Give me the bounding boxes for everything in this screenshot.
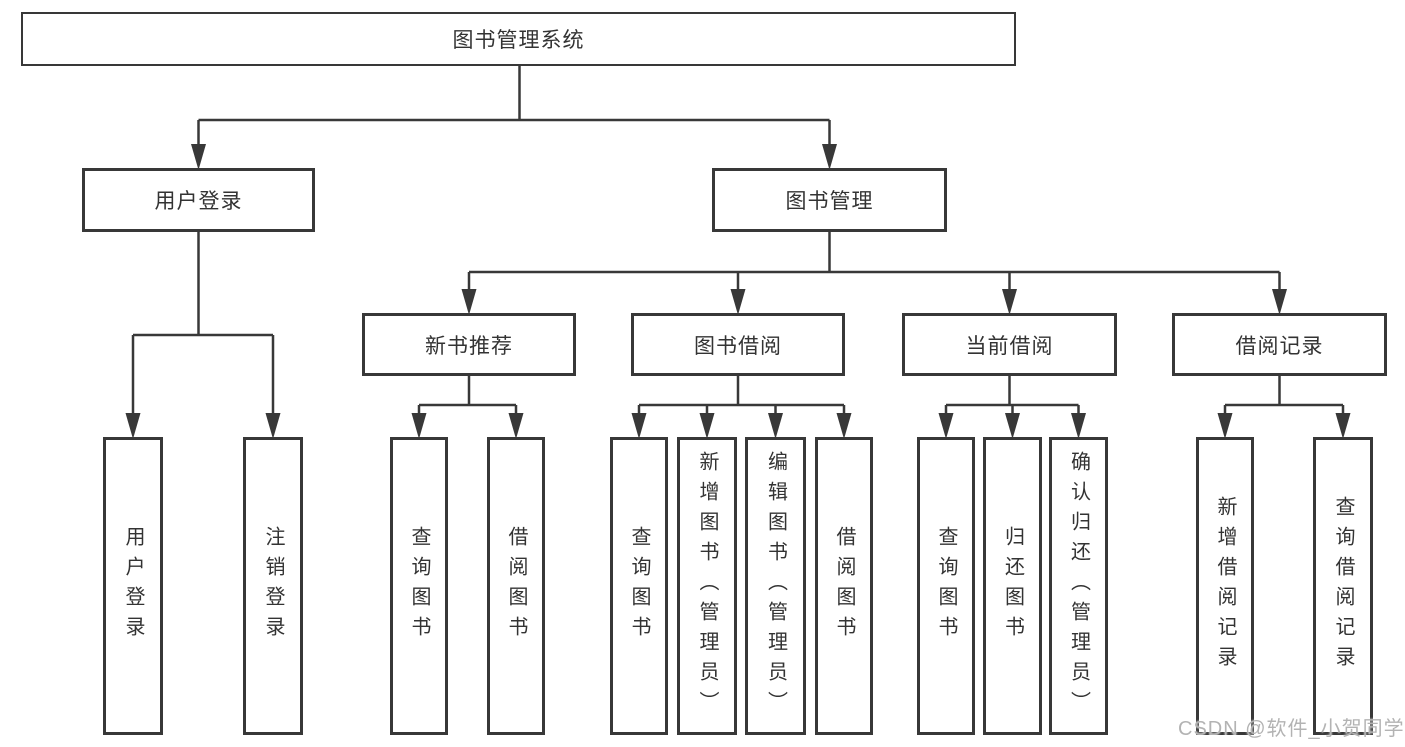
leaf-current-return-books: 归还图书 xyxy=(983,437,1042,735)
leaf-current-query-books: 查询图书 xyxy=(917,437,975,735)
csdn-watermark: CSDN @软件_小贺同学 xyxy=(1178,718,1405,740)
node-borrowing-records-label: 借阅记录 xyxy=(1235,334,1324,358)
leaf-current-confirm-return-admin-label: 确认归还（管理员） xyxy=(1067,451,1090,721)
node-new-book-recommendation: 新书推荐 xyxy=(362,313,576,376)
leaf-logout: 注销登录 xyxy=(243,437,303,735)
leaf-borrowing-borrow-books-label: 借阅图书 xyxy=(833,526,855,646)
node-current-borrowing: 当前借阅 xyxy=(902,313,1117,376)
node-user-login: 用户登录 xyxy=(82,168,315,232)
leaf-borrowing-add-books-admin-label: 新增图书（管理员） xyxy=(696,451,718,721)
leaf-current-confirm-return-admin: 确认归还（管理员） xyxy=(1049,437,1108,735)
leaf-recommend-borrow-books-label: 借阅图书 xyxy=(505,526,527,646)
leaf-borrowing-edit-books-admin: 编辑图书（管理员） xyxy=(745,437,806,735)
arrowhead-icons xyxy=(125,144,1351,439)
node-borrowing-records: 借阅记录 xyxy=(1172,313,1387,376)
node-book-management: 图书管理 xyxy=(712,168,947,232)
leaf-current-return-books-label: 归还图书 xyxy=(1001,526,1024,646)
leaf-records-query-record-label: 查询借阅记录 xyxy=(1332,496,1354,676)
leaf-current-query-books-label: 查询图书 xyxy=(935,526,957,646)
node-user-login-label: 用户登录 xyxy=(154,190,243,213)
node-book-borrowing-label: 图书借阅 xyxy=(694,334,782,358)
leaf-records-add-record: 新增借阅记录 xyxy=(1196,437,1254,735)
leaf-recommend-query-books: 查询图书 xyxy=(390,437,448,735)
node-root-system: 图书管理系统 xyxy=(21,12,1016,66)
leaf-logout-label: 注销登录 xyxy=(262,526,284,646)
leaf-recommend-query-books-label: 查询图书 xyxy=(408,526,430,646)
node-new-book-recommendation-label: 新书推荐 xyxy=(425,334,513,358)
leaf-recommend-borrow-books: 借阅图书 xyxy=(487,437,545,735)
leaf-borrowing-borrow-books: 借阅图书 xyxy=(815,437,873,735)
leaf-records-query-record: 查询借阅记录 xyxy=(1313,437,1373,735)
leaf-user-login-label: 用户登录 xyxy=(122,526,144,646)
leaf-borrowing-add-books-admin: 新增图书（管理员） xyxy=(677,437,737,735)
node-book-management-label: 图书管理 xyxy=(785,190,874,213)
leaf-borrowing-query-books: 查询图书 xyxy=(610,437,668,735)
leaf-user-login: 用户登录 xyxy=(103,437,163,735)
leaf-borrowing-query-books-label: 查询图书 xyxy=(628,526,650,646)
node-book-borrowing: 图书借阅 xyxy=(631,313,845,376)
node-current-borrowing-label: 当前借阅 xyxy=(965,334,1054,358)
leaf-borrowing-edit-books-admin-label: 编辑图书（管理员） xyxy=(764,451,787,721)
leaf-records-add-record-label: 新增借阅记录 xyxy=(1214,496,1236,676)
node-root-label: 图书管理系统 xyxy=(452,29,585,52)
tree-edges xyxy=(131,66,1345,424)
